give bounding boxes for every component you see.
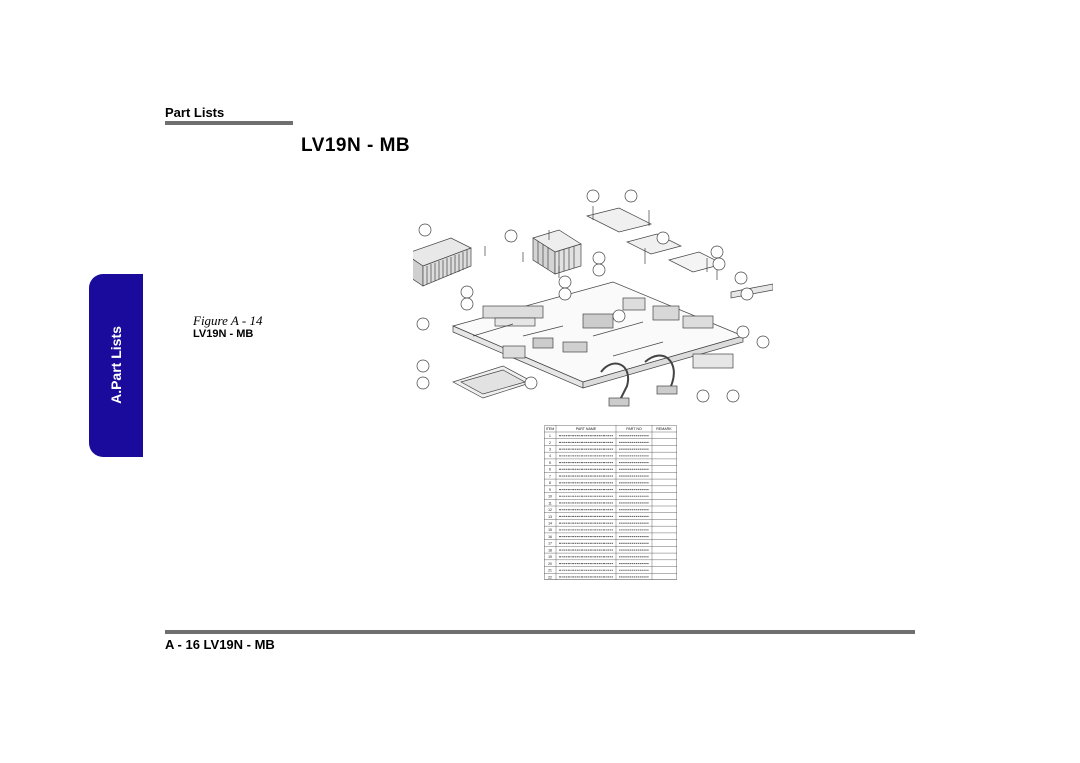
table-row-item: 2 [549, 441, 551, 445]
table-row-item: 5 [549, 461, 551, 465]
table-row-item: 7 [549, 474, 551, 478]
table-row-item: 18 [548, 548, 552, 552]
footer: A - 16 LV19N - MB [165, 637, 275, 652]
table-row-item: 3 [549, 448, 551, 452]
footer-model: LV19N - MB [203, 637, 275, 652]
footer-rule [165, 630, 915, 634]
table-header-cell: REMARK [656, 427, 672, 431]
table-row-item: 20 [548, 562, 552, 566]
header-rule [165, 121, 293, 125]
side-tab[interactable]: A.Part Lists [89, 274, 143, 457]
table-row-item: 8 [549, 481, 551, 485]
table-row-item: 19 [548, 555, 552, 559]
table-row-item: 6 [549, 468, 551, 472]
table-row-item: 17 [548, 542, 552, 546]
table-row-item: 22 [548, 575, 552, 579]
page-number: A - 16 [165, 637, 200, 652]
table-row-item: 16 [548, 535, 552, 539]
table-row-item: 4 [549, 454, 551, 458]
table-row-item: 12 [548, 508, 552, 512]
table-row-item: 21 [548, 569, 552, 573]
figure-caption: Figure A - 14 [193, 313, 263, 328]
heatsink-fins [532, 229, 582, 275]
section-header: Part Lists [165, 105, 225, 120]
side-tab-label: A.Part Lists [108, 326, 124, 404]
table-row-item: 14 [548, 522, 552, 526]
heatsink-left [413, 237, 472, 287]
main-board [451, 281, 745, 389]
table-row-item: 9 [549, 488, 551, 492]
table-row-item: 1 [549, 434, 551, 438]
table-row-item: 15 [548, 528, 552, 532]
table-row-item: 11 [548, 501, 552, 505]
exploded-view-diagram [413, 189, 773, 407]
table-header-cell: ITEM [546, 427, 555, 431]
figure-subcaption: LV19N - MB [193, 328, 254, 340]
page-title: LV19N - MB [301, 135, 411, 156]
table-header-cell: PART NAME [576, 427, 597, 431]
table-row-item: 10 [548, 495, 552, 499]
table-header-cell: PART NO [626, 427, 642, 431]
table-row-item: 13 [548, 515, 552, 519]
